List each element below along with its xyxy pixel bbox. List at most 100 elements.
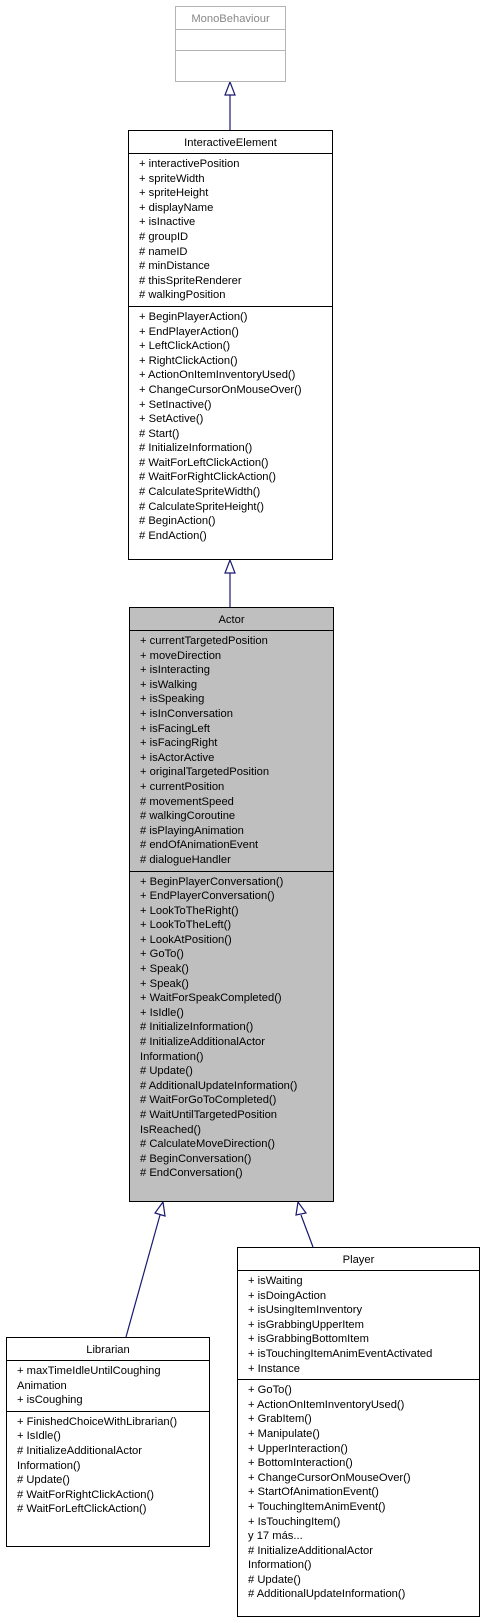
attribute: + isInactive (139, 216, 196, 229)
class-actor[interactable]: Actor + currentTargetedPosition + moveDi… (129, 607, 334, 1202)
method: # CalculateSpriteHeight() (139, 500, 264, 513)
method: + BottomInteraction() (248, 1457, 353, 1470)
attribute: Animation (17, 1379, 67, 1392)
attribute: + isActorActive (140, 751, 215, 764)
method: # WaitUntilTargetedPosition (140, 1109, 278, 1121)
attribute: + maxTimeIdleUntilCoughing (17, 1365, 161, 1377)
attribute: # groupID (139, 230, 189, 243)
attribute: + isFacingLeft (140, 722, 210, 735)
methods-section: + BeginPlayerAction() + EndPlayerAction(… (129, 305, 332, 547)
attribute: + isGrabbingUpperItem (248, 1318, 364, 1331)
attribute: + originalTargetedPosition (140, 766, 270, 779)
attribute: + isTouchingItemAnimEventActivated (248, 1347, 433, 1360)
generalization-arrow-monobehaviour (224, 80, 236, 96)
attribute: + isWaiting (248, 1275, 303, 1287)
method: + ChangeCursorOnMouseOver() (139, 383, 302, 396)
method: + IsTouchingItem() (248, 1515, 341, 1528)
method: # InitializeAdditionalActor (140, 1036, 265, 1049)
method: # Update() (17, 1474, 70, 1487)
attribute: + Instance (248, 1362, 300, 1375)
class-title: MonoBehaviour (191, 13, 270, 25)
method: IsReached() (140, 1123, 201, 1136)
class-librarian[interactable]: Librarian + maxTimeIdleUntilCoughing Ani… (6, 1337, 210, 1547)
edge-librarian-to-actor (125, 1214, 161, 1338)
attribute: + spriteWidth (139, 172, 205, 185)
method: # CalculateSpriteWidth() (139, 486, 261, 499)
attribute: + isWalking (140, 678, 198, 691)
method: Information() (140, 1050, 204, 1063)
method: + StartOfAnimationEvent() (248, 1486, 379, 1499)
attribute: + displayName (139, 201, 214, 214)
attribute: + currentTargetedPosition (140, 635, 268, 647)
attribute: # walkingCoroutine (140, 810, 236, 823)
class-title: Librarian (86, 1344, 130, 1356)
method: Information() (248, 1559, 312, 1572)
attribute: + isDoingAction (248, 1289, 327, 1302)
method: + WaitForSpeakCompleted() (140, 992, 282, 1005)
attribute: + isInteracting (140, 664, 210, 677)
method: + ActionOnItemInventoryUsed() (248, 1398, 405, 1411)
attribute: + interactivePosition (139, 158, 240, 170)
method: + LookAtPosition() (140, 933, 232, 946)
attribute: + isFacingRight (140, 737, 218, 750)
method: + RightClickAction() (139, 354, 238, 367)
class-title: InteractiveElement (184, 137, 277, 149)
method: # WaitForGoToCompleted() (140, 1094, 277, 1107)
class-player[interactable]: Player + isWaiting + isDoingAction + isU… (237, 1247, 480, 1617)
method: # Update() (248, 1573, 301, 1586)
attribute: # minDistance (139, 260, 210, 273)
attributes-section: + isWaiting + isDoingAction + isUsingIte… (238, 1270, 479, 1379)
method: + SetInactive() (139, 398, 212, 411)
attributes-section: + maxTimeIdleUntilCoughing Animation + i… (7, 1360, 209, 1411)
generalization-arrow-actor-player (295, 1200, 308, 1216)
methods-section: + FinishedChoiceWithLibrarian() + IsIdle… (7, 1410, 209, 1520)
method: + LeftClickAction() (139, 340, 231, 353)
attribute: # endOfAnimationEvent (140, 839, 259, 852)
attribute: + isGrabbingBottomItem (248, 1333, 369, 1346)
method: # WaitForLeftClickAction() (139, 456, 269, 469)
class-interactive-element[interactable]: InteractiveElement + interactivePosition… (128, 130, 333, 560)
attribute: + isSpeaking (140, 693, 205, 706)
method: # CalculateMoveDirection() (140, 1138, 275, 1151)
more-methods-link[interactable]: y 17 más... (248, 1530, 303, 1543)
attribute: + moveDirection (140, 649, 222, 662)
method: + Speak() (140, 977, 189, 990)
attributes-section (176, 29, 285, 50)
method: # WaitForRightClickAction() (17, 1488, 154, 1501)
attribute: + isCoughing (17, 1394, 83, 1407)
method: # AdditionalUpdateInformation() (248, 1588, 406, 1601)
method: + SetActive() (139, 413, 204, 426)
attribute: + currentPosition (140, 780, 225, 793)
methods-section: + BeginPlayerConversation() + EndPlayerC… (130, 870, 333, 1184)
class-title: Player (342, 1254, 375, 1266)
class-title: Actor (218, 614, 245, 626)
method: + EndPlayerConversation() (140, 890, 275, 903)
method: # WaitForRightClickAction() (139, 471, 276, 484)
method: # AdditionalUpdateInformation() (140, 1079, 298, 1092)
method: # EndConversation() (140, 1167, 243, 1180)
method: + IsIdle() (140, 1006, 184, 1019)
method: + EndPlayerAction() (139, 325, 239, 338)
method: # InitializeAdditionalActor (248, 1544, 373, 1557)
method: # InitializeAdditionalActor (17, 1444, 142, 1457)
method: + TouchingItemAnimEvent() (248, 1500, 386, 1513)
generalization-arrow-interactive-element (224, 558, 236, 574)
methods-section (176, 50, 285, 71)
attribute: # isPlayingAnimation (140, 824, 244, 837)
method: + IsIdle() (17, 1430, 61, 1443)
method: + BeginPlayerAction() (139, 310, 248, 323)
method: + FinishedChoiceWithLibrarian() (17, 1415, 178, 1428)
attributes-section: + currentTargetedPosition + moveDirectio… (130, 630, 333, 871)
method: # EndAction() (139, 529, 207, 542)
generalization-arrow-actor-librarian (154, 1200, 166, 1217)
attribute: + isInConversation (140, 707, 233, 720)
method: # BeginAction() (139, 515, 216, 528)
method: + GoTo() (248, 1384, 292, 1397)
attribute: + isUsingItemInventory (248, 1304, 363, 1317)
method: # BeginConversation() (140, 1152, 252, 1165)
attribute: + spriteHeight (139, 187, 209, 200)
method: + LookToTheLeft() (140, 919, 232, 932)
method: # Update() (140, 1065, 193, 1078)
class-monobehaviour[interactable]: MonoBehaviour (175, 6, 286, 82)
